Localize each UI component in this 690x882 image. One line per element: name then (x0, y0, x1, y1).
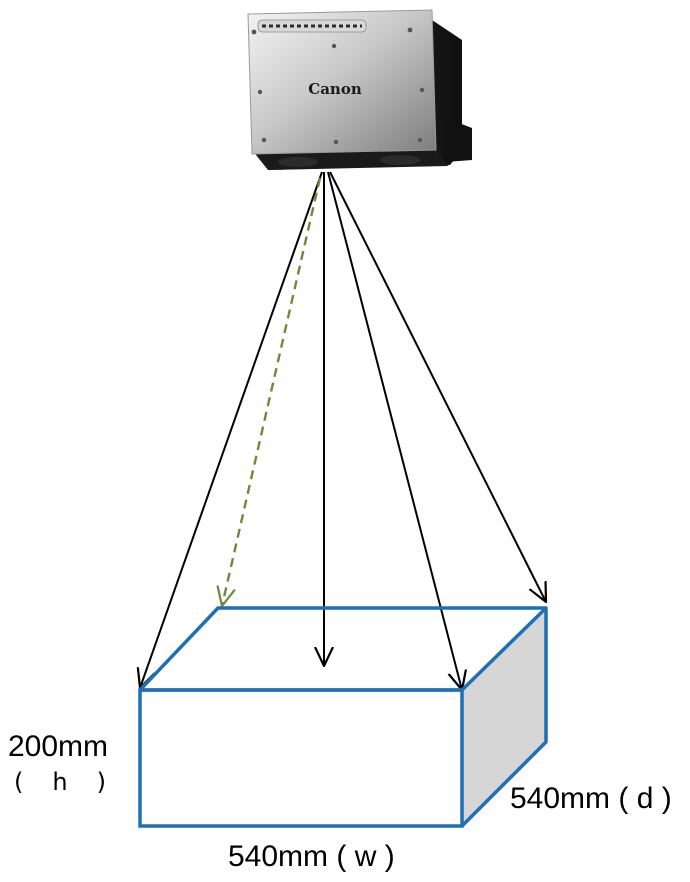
projection-arrows (140, 171, 546, 690)
arrow-back-right-corner (329, 171, 546, 602)
height-value-label: 200mm (8, 730, 108, 763)
width-label: 540mm ( w ) (228, 840, 395, 873)
arrow-front-right-corner (327, 171, 462, 690)
box-front-face (138, 688, 464, 828)
height-unit-label: ( h ) (14, 768, 106, 796)
box-outline-side (460, 608, 548, 828)
document-camera-scanner-icon: Canon (247, 9, 472, 170)
scan-volume-box (138, 606, 548, 828)
box-side-face (462, 608, 546, 826)
arrow-front-left-corner (140, 171, 323, 688)
canon-logo: Canon (308, 80, 362, 98)
arrow-back-left-corner-dashed (222, 177, 322, 606)
depth-label: 540mm ( d ) (510, 782, 672, 815)
